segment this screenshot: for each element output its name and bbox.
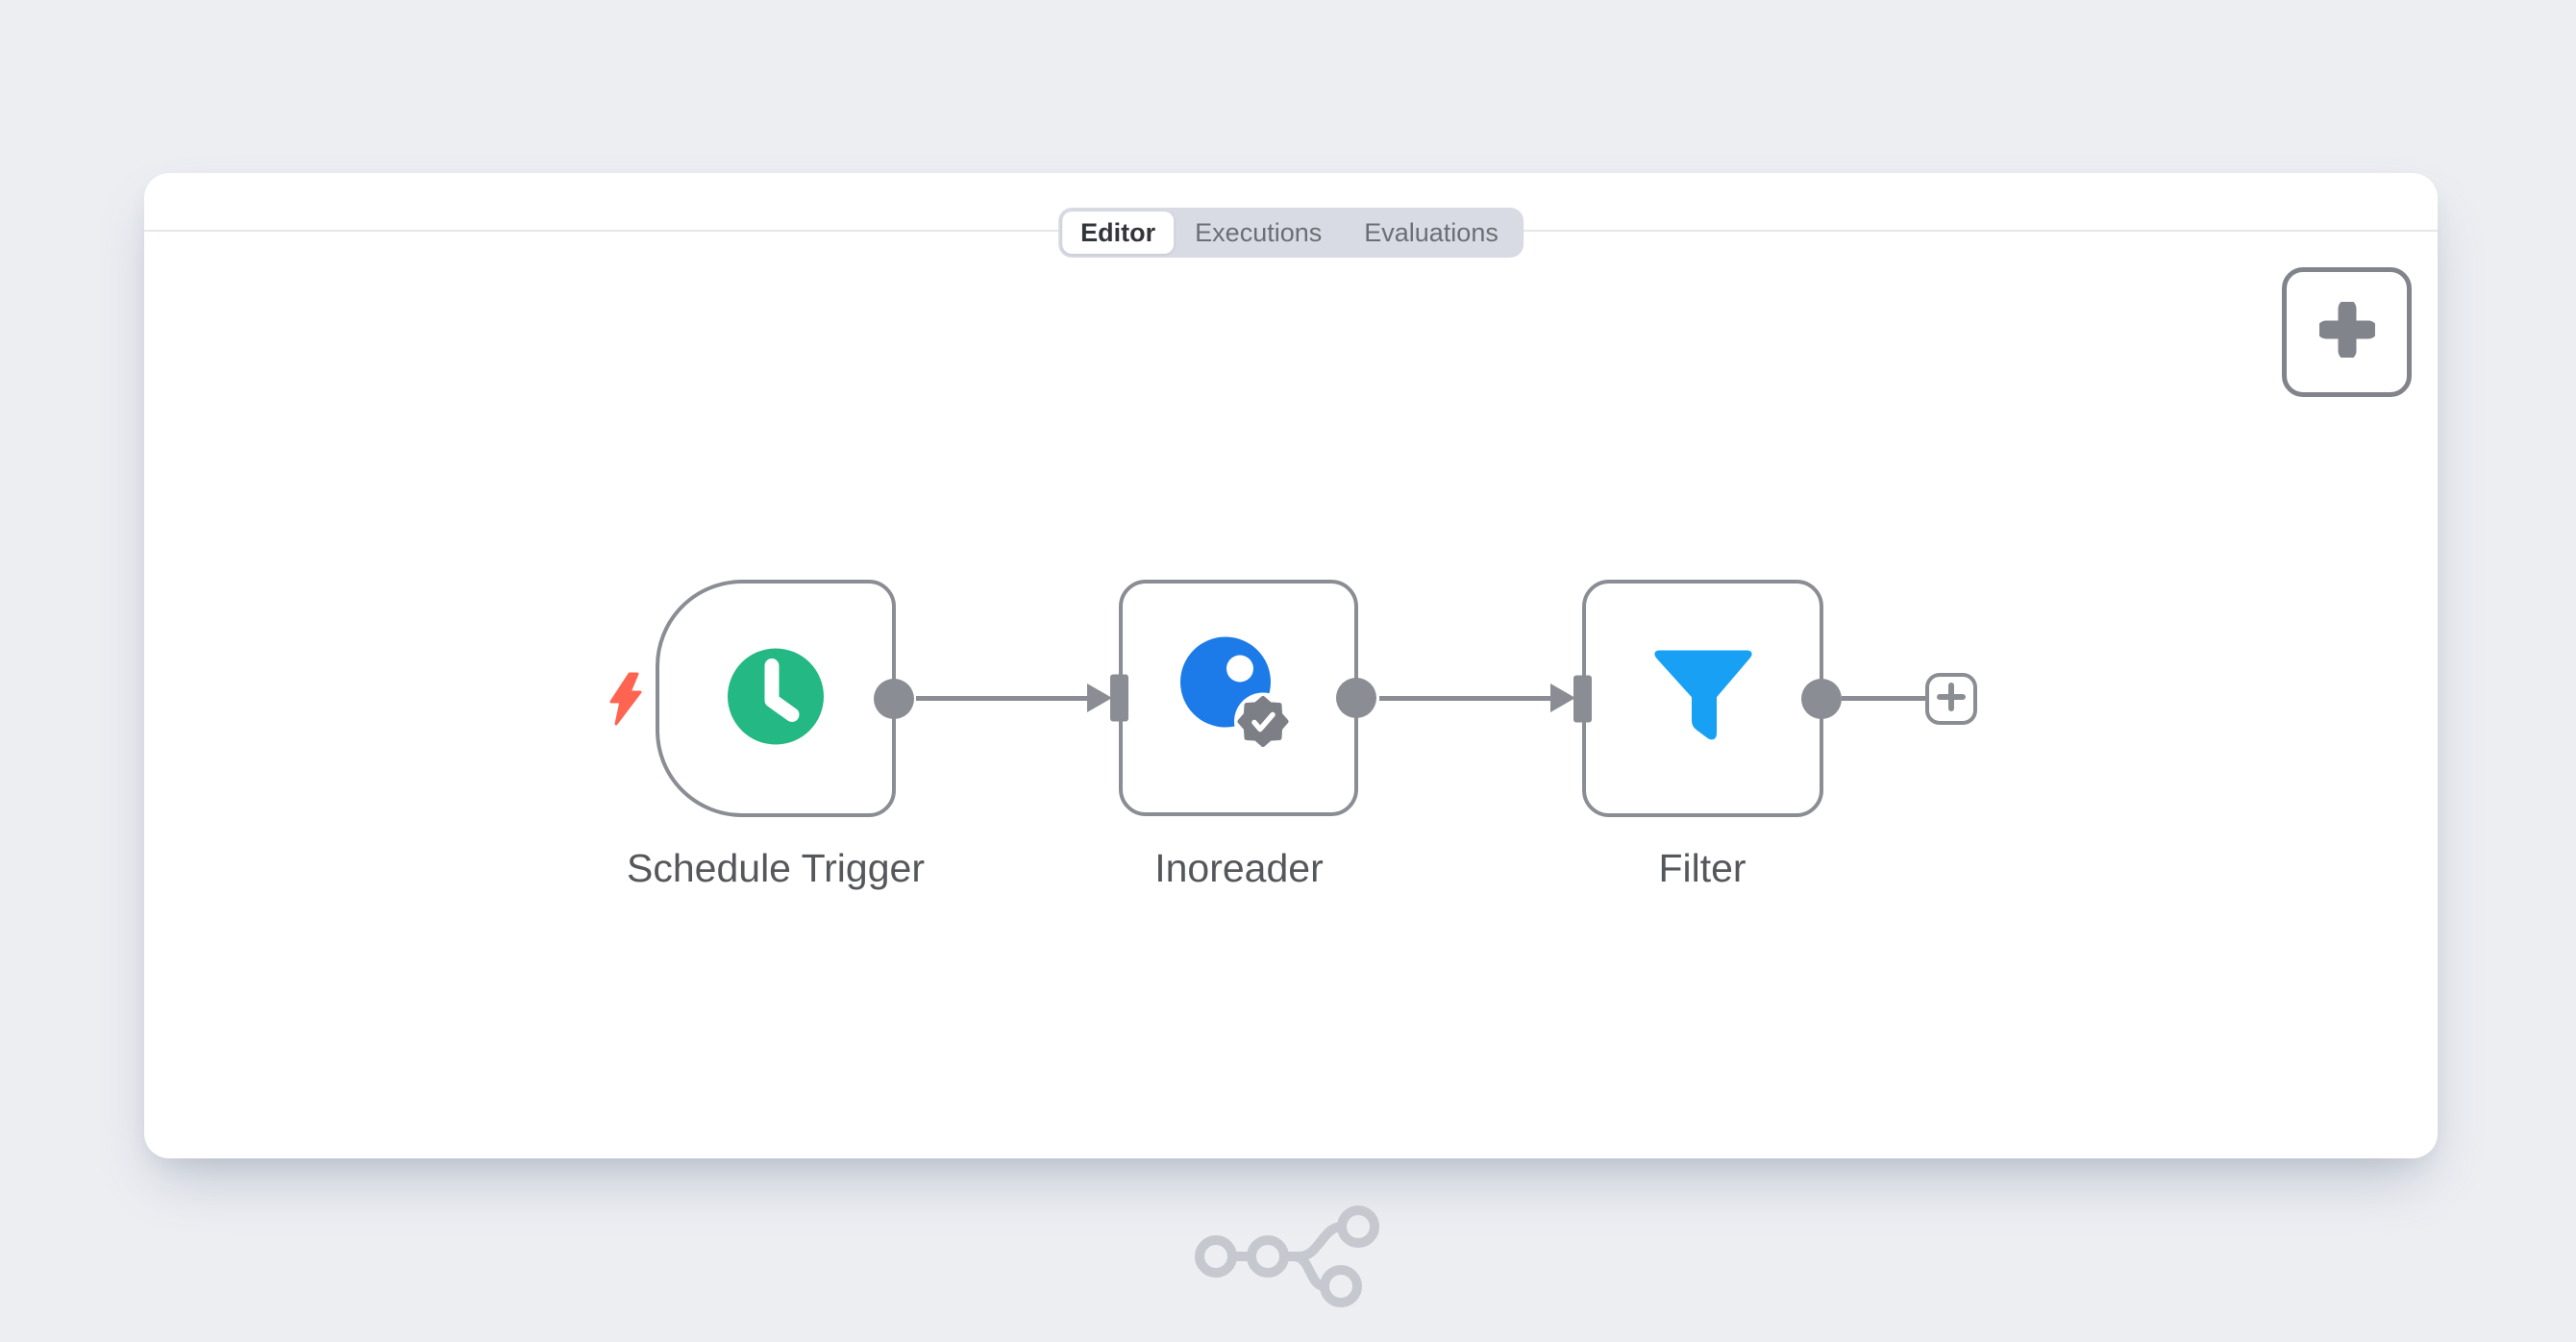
- inoreader-icon: [1162, 621, 1304, 768]
- workflow-editor-card: Editor Executions Evaluations: [144, 173, 2438, 1158]
- connection-line[interactable]: [916, 696, 1090, 701]
- node-label: Schedule Trigger: [627, 846, 925, 890]
- output-connector[interactable]: [1336, 678, 1376, 718]
- connection-line[interactable]: [1842, 696, 1925, 701]
- add-node-button[interactable]: [2282, 267, 2412, 397]
- plus-icon: [2316, 299, 2377, 362]
- workflow-branch-logo-icon: [1192, 1198, 1384, 1316]
- input-connector[interactable]: [1110, 674, 1128, 722]
- connection-arrow-icon: [1087, 683, 1112, 712]
- verified-badge-icon: [1237, 696, 1288, 747]
- connection-line[interactable]: [1379, 696, 1553, 701]
- input-connector[interactable]: [1573, 675, 1592, 722]
- tab-executions[interactable]: Executions: [1195, 218, 1323, 247]
- output-connector[interactable]: [874, 678, 914, 719]
- funnel-icon: [1653, 646, 1753, 751]
- plus-icon: [1936, 682, 1967, 717]
- connection-arrow-icon: [1550, 683, 1575, 712]
- clock-icon: [728, 648, 824, 749]
- tab-evaluations[interactable]: Evaluations: [1364, 218, 1499, 247]
- node-label: Filter: [1658, 846, 1746, 890]
- output-connector[interactable]: [1801, 678, 1842, 719]
- node-inoreader[interactable]: [1110, 580, 1376, 816]
- tab-editor[interactable]: Editor: [1062, 211, 1175, 254]
- tab-bar: Editor Executions Evaluations: [1058, 208, 1523, 258]
- node-filter[interactable]: [1573, 580, 1842, 817]
- node-schedule-trigger[interactable]: [656, 580, 914, 817]
- lightning-bolt-icon: [608, 672, 643, 731]
- add-next-node-button[interactable]: [1925, 673, 1977, 725]
- node-label: Inoreader: [1154, 846, 1324, 890]
